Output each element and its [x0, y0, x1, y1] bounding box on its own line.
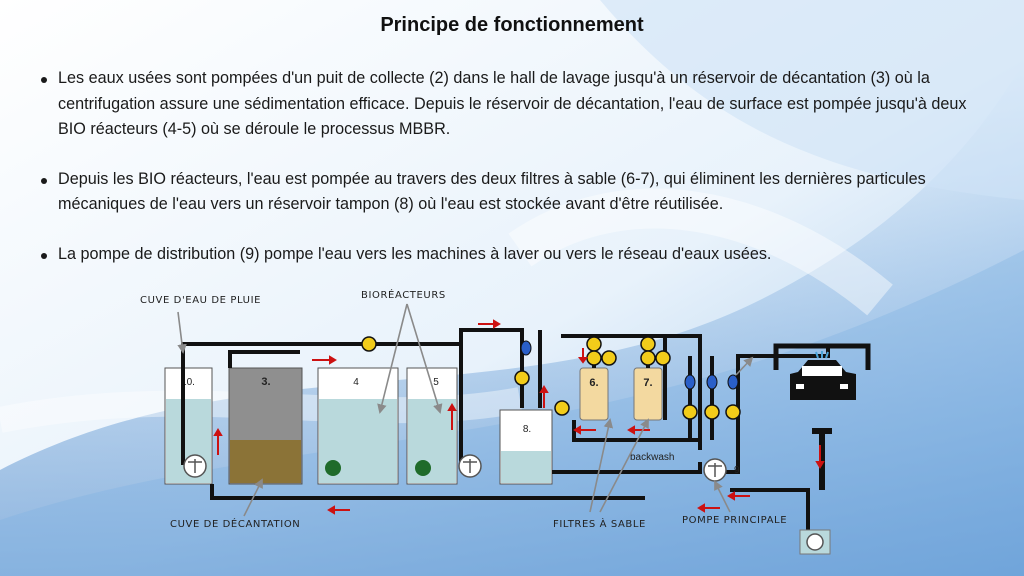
pump-icon [458, 454, 482, 478]
flow-meters [520, 340, 739, 390]
filter-6-number: 6. [589, 377, 598, 389]
label-filtres-sable: FILTRES À SABLE [553, 517, 646, 530]
tank-4-bioreactor [317, 367, 399, 485]
pump-icon [799, 529, 831, 555]
page-title: Principe de fonctionnement [380, 14, 644, 36]
tank-10-number: 10. [181, 377, 195, 388]
backwash-label: backwash [630, 452, 674, 463]
pump-icon [183, 454, 207, 478]
pump-9-number: 9 [734, 465, 740, 476]
sand-filter-6 [579, 367, 609, 421]
tank-5-number: 5 [433, 377, 439, 388]
filter-7-number: 7. [643, 377, 652, 389]
tank-5-bioreactor [406, 367, 458, 485]
tank-8-buffer [499, 409, 553, 485]
label-pompe-principale: POMPE PRINCIPALE [682, 515, 787, 526]
bullet-item: Depuis les BIO réacteurs, l'eau est pomp… [38, 167, 998, 218]
car-wash-icon [773, 343, 871, 490]
bullet-item: Les eaux usées sont pompées d'un puit de… [38, 66, 998, 143]
pointer-arrows [177, 303, 754, 517]
tank-4-number: 4 [353, 377, 359, 388]
valves [361, 336, 741, 420]
label-bioreacteurs: BIORÉACTEURS [361, 288, 446, 301]
label-cuve-pluie: CUVE D'EAU DE PLUIE [140, 295, 261, 306]
sand-filter-7 [633, 367, 663, 421]
tank-3-decantation [228, 367, 303, 485]
main-pump-9-icon [703, 458, 727, 482]
tank-3-number: 3. [261, 376, 270, 388]
tank-8-number: 8. [523, 424, 531, 435]
bullet-item: La pompe de distribution (9) pompe l'eau… [38, 242, 998, 268]
flow-arrows [213, 319, 825, 515]
bullet-list: Les eaux usées sont pompées d'un puit de… [38, 66, 998, 291]
label-cuve-decantation: CUVE DE DÉCANTATION [170, 517, 300, 530]
process-diagram: 10. 3. 4 5 8. 6. 7. [140, 288, 871, 555]
